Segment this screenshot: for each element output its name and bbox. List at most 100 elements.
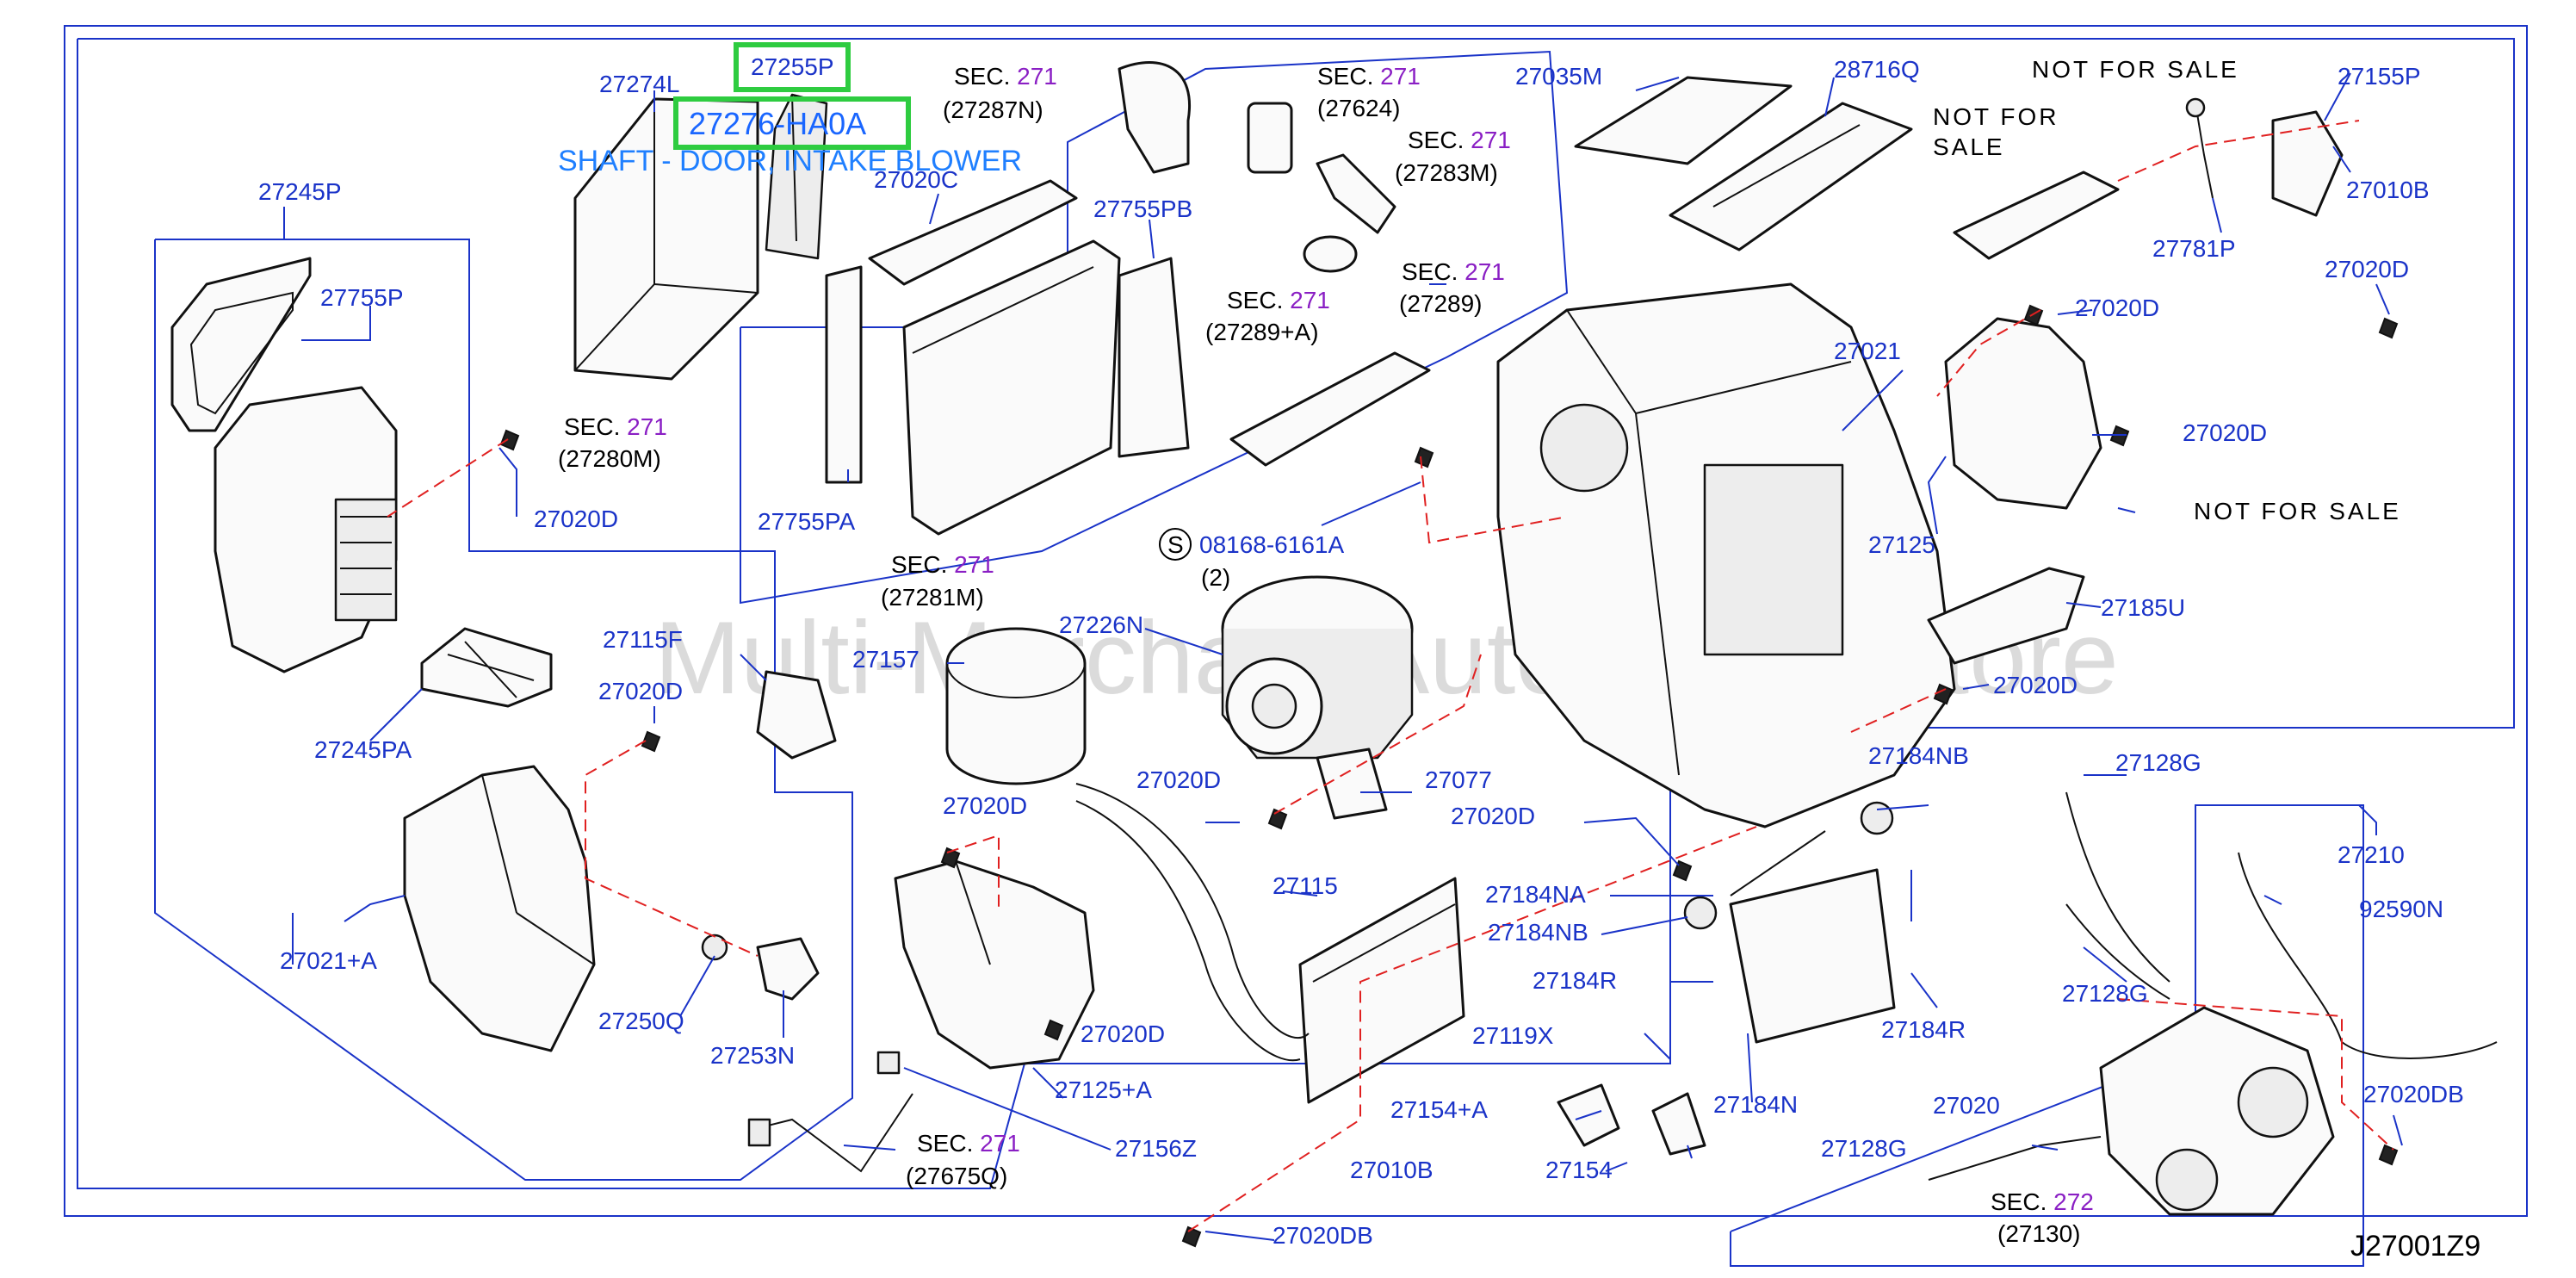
- assembly-line-5: [1420, 456, 1568, 544]
- label-27755P[interactable]: 27755P: [320, 284, 404, 311]
- region-left: [154, 239, 853, 1181]
- label-27020D-j[interactable]: 27020D: [1993, 672, 2078, 698]
- label-27020D-g[interactable]: 27020D: [2325, 256, 2409, 282]
- label-27125[interactable]: 27125: [1868, 531, 1935, 558]
- label-27020D-d[interactable]: 27020D: [943, 792, 1027, 819]
- label-27020D-h[interactable]: 27020D: [2075, 295, 2159, 321]
- label-27184NB-b[interactable]: 27184NB: [1868, 742, 1969, 769]
- label-27010B-a[interactable]: 27010B: [1350, 1157, 1434, 1183]
- label-27245PA[interactable]: 27245PA: [314, 736, 412, 763]
- sec-ref-27287N[interactable]: SEC. 271: [954, 63, 1057, 90]
- seal-27755PA: [825, 265, 863, 484]
- screws: [499, 304, 2399, 1248]
- assembly-line-9: [2117, 120, 2360, 182]
- assembly-line-2: [585, 740, 759, 957]
- sec-ref-27287N-num: (27287N): [943, 96, 1043, 123]
- label-27253N[interactable]: 27253N: [710, 1042, 795, 1069]
- s-symbol-circle: [1159, 528, 1192, 561]
- sec-ref-27280M[interactable]: SEC. 271: [564, 413, 667, 440]
- label-27020D-i[interactable]: 27020D: [2183, 419, 2267, 446]
- sec-ref-27281M[interactable]: SEC. 271: [891, 551, 994, 578]
- label-27128G-b[interactable]: 27128G: [2062, 980, 2148, 1007]
- part-number-27255P[interactable]: 27255P: [751, 53, 834, 80]
- label-27115[interactable]: 27115: [1273, 872, 1338, 899]
- label-27119X[interactable]: 27119X: [1472, 1022, 1554, 1049]
- label-27184NB-a[interactable]: 27184NB: [1488, 919, 1588, 946]
- heater-pipes: [1075, 783, 1310, 1062]
- label-27020D-a[interactable]: 27020D: [534, 506, 618, 532]
- label-27226N[interactable]: 27226N: [1059, 611, 1143, 638]
- label-27021[interactable]: 27021: [1834, 338, 1901, 364]
- label-27020C[interactable]: 27020C: [874, 166, 958, 193]
- drum-27157: [945, 627, 1087, 785]
- sec-ref-27675Q-num: (27675Q): [906, 1163, 1007, 1189]
- filter-27035M: [1574, 76, 1793, 165]
- label-27020DB-a[interactable]: 27020DB: [2363, 1081, 2464, 1107]
- sec-ref-27624[interactable]: SEC. 271: [1317, 63, 1421, 90]
- label-27020D-f[interactable]: 27020D: [1081, 1021, 1165, 1047]
- label-92590N[interactable]: 92590N: [2359, 896, 2443, 922]
- label-27020D-e[interactable]: 27020D: [1451, 803, 1535, 829]
- label-27010B-b[interactable]: 27010B: [2346, 177, 2430, 203]
- not-for-sale-a: NOT FOR SALE: [2032, 56, 2239, 83]
- label-27154[interactable]: 27154: [1545, 1157, 1613, 1183]
- label-27184R-a[interactable]: 27184R: [1533, 967, 1617, 994]
- label-27755PB[interactable]: 27755PB: [1093, 195, 1192, 222]
- sec-ref-27130[interactable]: SEC. 272: [1991, 1188, 2094, 1215]
- diagram-code: J27001Z9: [2350, 1230, 2480, 1262]
- label-27210[interactable]: 27210: [2338, 841, 2405, 868]
- label-27184N[interactable]: 27184N: [1713, 1091, 1798, 1118]
- label-27020D-b[interactable]: 27020D: [598, 678, 683, 704]
- label-27155P[interactable]: 27155P: [2338, 63, 2421, 90]
- cover-27020C: [868, 179, 1078, 286]
- label-27020DB-b[interactable]: 27020DB: [1273, 1222, 1373, 1249]
- filter-28716Q: [1669, 102, 1913, 251]
- assembly-line-4: [1273, 654, 1482, 815]
- sec-ref-27280M-num: (27280M): [558, 445, 661, 472]
- bracket-27115F: [756, 670, 837, 760]
- not-for-sale-b-line1: NOT FOR: [1933, 103, 2059, 130]
- housing-lower-27021A: [403, 765, 596, 1052]
- highlight-box-27255P[interactable]: [734, 42, 851, 92]
- sec-ref-27289[interactable]: SEC. 271: [1402, 258, 1505, 285]
- sec-ref-27289-num: (27289): [1399, 290, 1483, 317]
- label-27274L[interactable]: 27274L: [599, 71, 679, 97]
- label-27245P[interactable]: 27245P: [258, 178, 342, 205]
- label-27021A[interactable]: 27021+A: [280, 947, 377, 974]
- actuator-27253N: [701, 934, 820, 1001]
- label-27154A[interactable]: 27154+A: [1390, 1096, 1488, 1123]
- assembly-line-6: [1187, 826, 1757, 1232]
- label-27128G-c[interactable]: 27128G: [1821, 1135, 1907, 1162]
- label-27125A[interactable]: 27125+A: [1055, 1076, 1152, 1103]
- actuator-27130: [2099, 1006, 2335, 1216]
- assembly-line-10: [2117, 998, 2394, 1151]
- label-27020D-c[interactable]: 27020D: [1136, 766, 1221, 793]
- label-27077[interactable]: 27077: [1425, 766, 1492, 793]
- sec-ref-27283M[interactable]: SEC. 271: [1408, 127, 1511, 153]
- sec-ref-27130-num: (27130): [1997, 1220, 2081, 1247]
- sec-ref-27289A[interactable]: SEC. 271: [1227, 287, 1330, 313]
- duct-27125: [1944, 317, 2102, 510]
- label-28716Q[interactable]: 28716Q: [1834, 56, 1920, 83]
- label-27115F[interactable]: 27115F: [603, 626, 683, 653]
- label-27185U[interactable]: 27185U: [2101, 594, 2185, 621]
- label-27781P[interactable]: 27781P: [2152, 235, 2236, 262]
- grille-27185U: [1927, 567, 2085, 665]
- highlight-box-27276-HA0A[interactable]: [673, 96, 911, 150]
- label-27250Q[interactable]: 27250Q: [598, 1008, 684, 1034]
- label-27020[interactable]: 27020: [1933, 1092, 2000, 1119]
- label-27128G-a[interactable]: 27128G: [2115, 749, 2201, 776]
- label-27156Z[interactable]: 27156Z: [1115, 1135, 1197, 1162]
- label-27157[interactable]: 27157: [852, 646, 920, 673]
- label-27035M[interactable]: 27035M: [1515, 63, 1602, 90]
- sec-ref-27675Q[interactable]: SEC. 271: [917, 1130, 1020, 1157]
- label-08168-6161A[interactable]: 08168-6161A: [1199, 531, 1344, 558]
- label-27184R-b[interactable]: 27184R: [1881, 1016, 1966, 1043]
- assembly-line-3: [946, 834, 1000, 913]
- hose-27210: [2238, 852, 2498, 1059]
- sec-ref-27289A-num: (27289+A): [1205, 319, 1319, 345]
- label-27755PA[interactable]: 27755PA: [758, 508, 855, 535]
- part-number-27276-HA0A[interactable]: 27276-HA0A: [689, 106, 866, 141]
- label-27184NA[interactable]: 27184NA: [1485, 881, 1586, 908]
- pipe-27283M: [1316, 153, 1396, 234]
